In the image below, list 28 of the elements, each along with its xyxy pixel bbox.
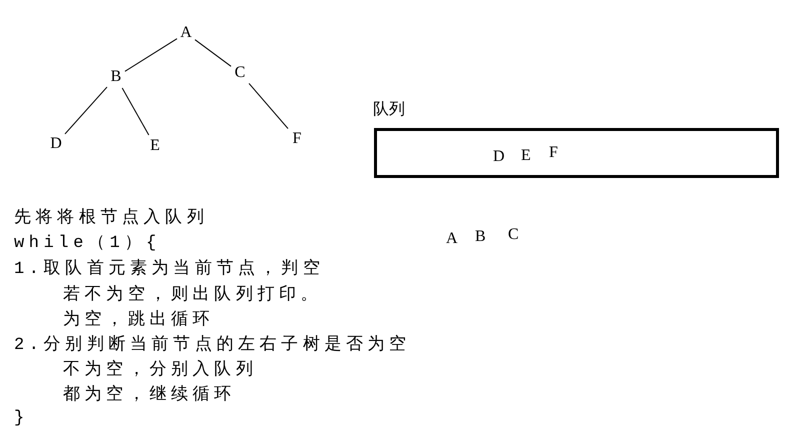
tree-branch-line: [194, 39, 232, 67]
pseudocode-line: 若不为空，则出队列打印。: [63, 286, 322, 306]
tree-node-label: C: [233, 64, 247, 82]
tree-branch-line: [248, 82, 288, 130]
queue-heading: 队列: [373, 101, 405, 120]
tree-branch-line: [64, 86, 108, 134]
tree-branch-line: [124, 38, 178, 72]
pseudocode-line: 2.分别判断当前节点的左右子树是否为空: [14, 336, 411, 356]
tree-node-label: E: [148, 137, 162, 155]
queue-item: E: [521, 148, 531, 164]
queue-item: D: [493, 149, 505, 165]
tree-node-label: D: [49, 135, 63, 153]
pseudocode-line: 都为空，继续循环: [63, 386, 236, 406]
tree-node-label: A: [179, 24, 193, 42]
dequeued-node-label: A: [446, 231, 458, 247]
tree-node-label: F: [290, 130, 304, 148]
pseudocode-line: while（1）{: [14, 234, 161, 254]
tree-branch-line: [122, 88, 150, 136]
pseudocode-line: 先将将根节点入队列: [14, 209, 208, 230]
queue-item: F: [549, 145, 558, 161]
pseudocode-line: 不为空，分别入队列: [63, 361, 258, 382]
dequeued-node-label: C: [508, 227, 519, 243]
dequeued-node-label: B: [475, 229, 486, 245]
tree-node-label: B: [109, 68, 123, 86]
pseudocode-line: 为空，跳出循环: [63, 311, 214, 332]
pseudocode-line: }: [14, 409, 29, 430]
queue-box: [374, 128, 779, 178]
pseudocode-line: 1.取队首元素为当前节点，判空: [14, 260, 324, 280]
